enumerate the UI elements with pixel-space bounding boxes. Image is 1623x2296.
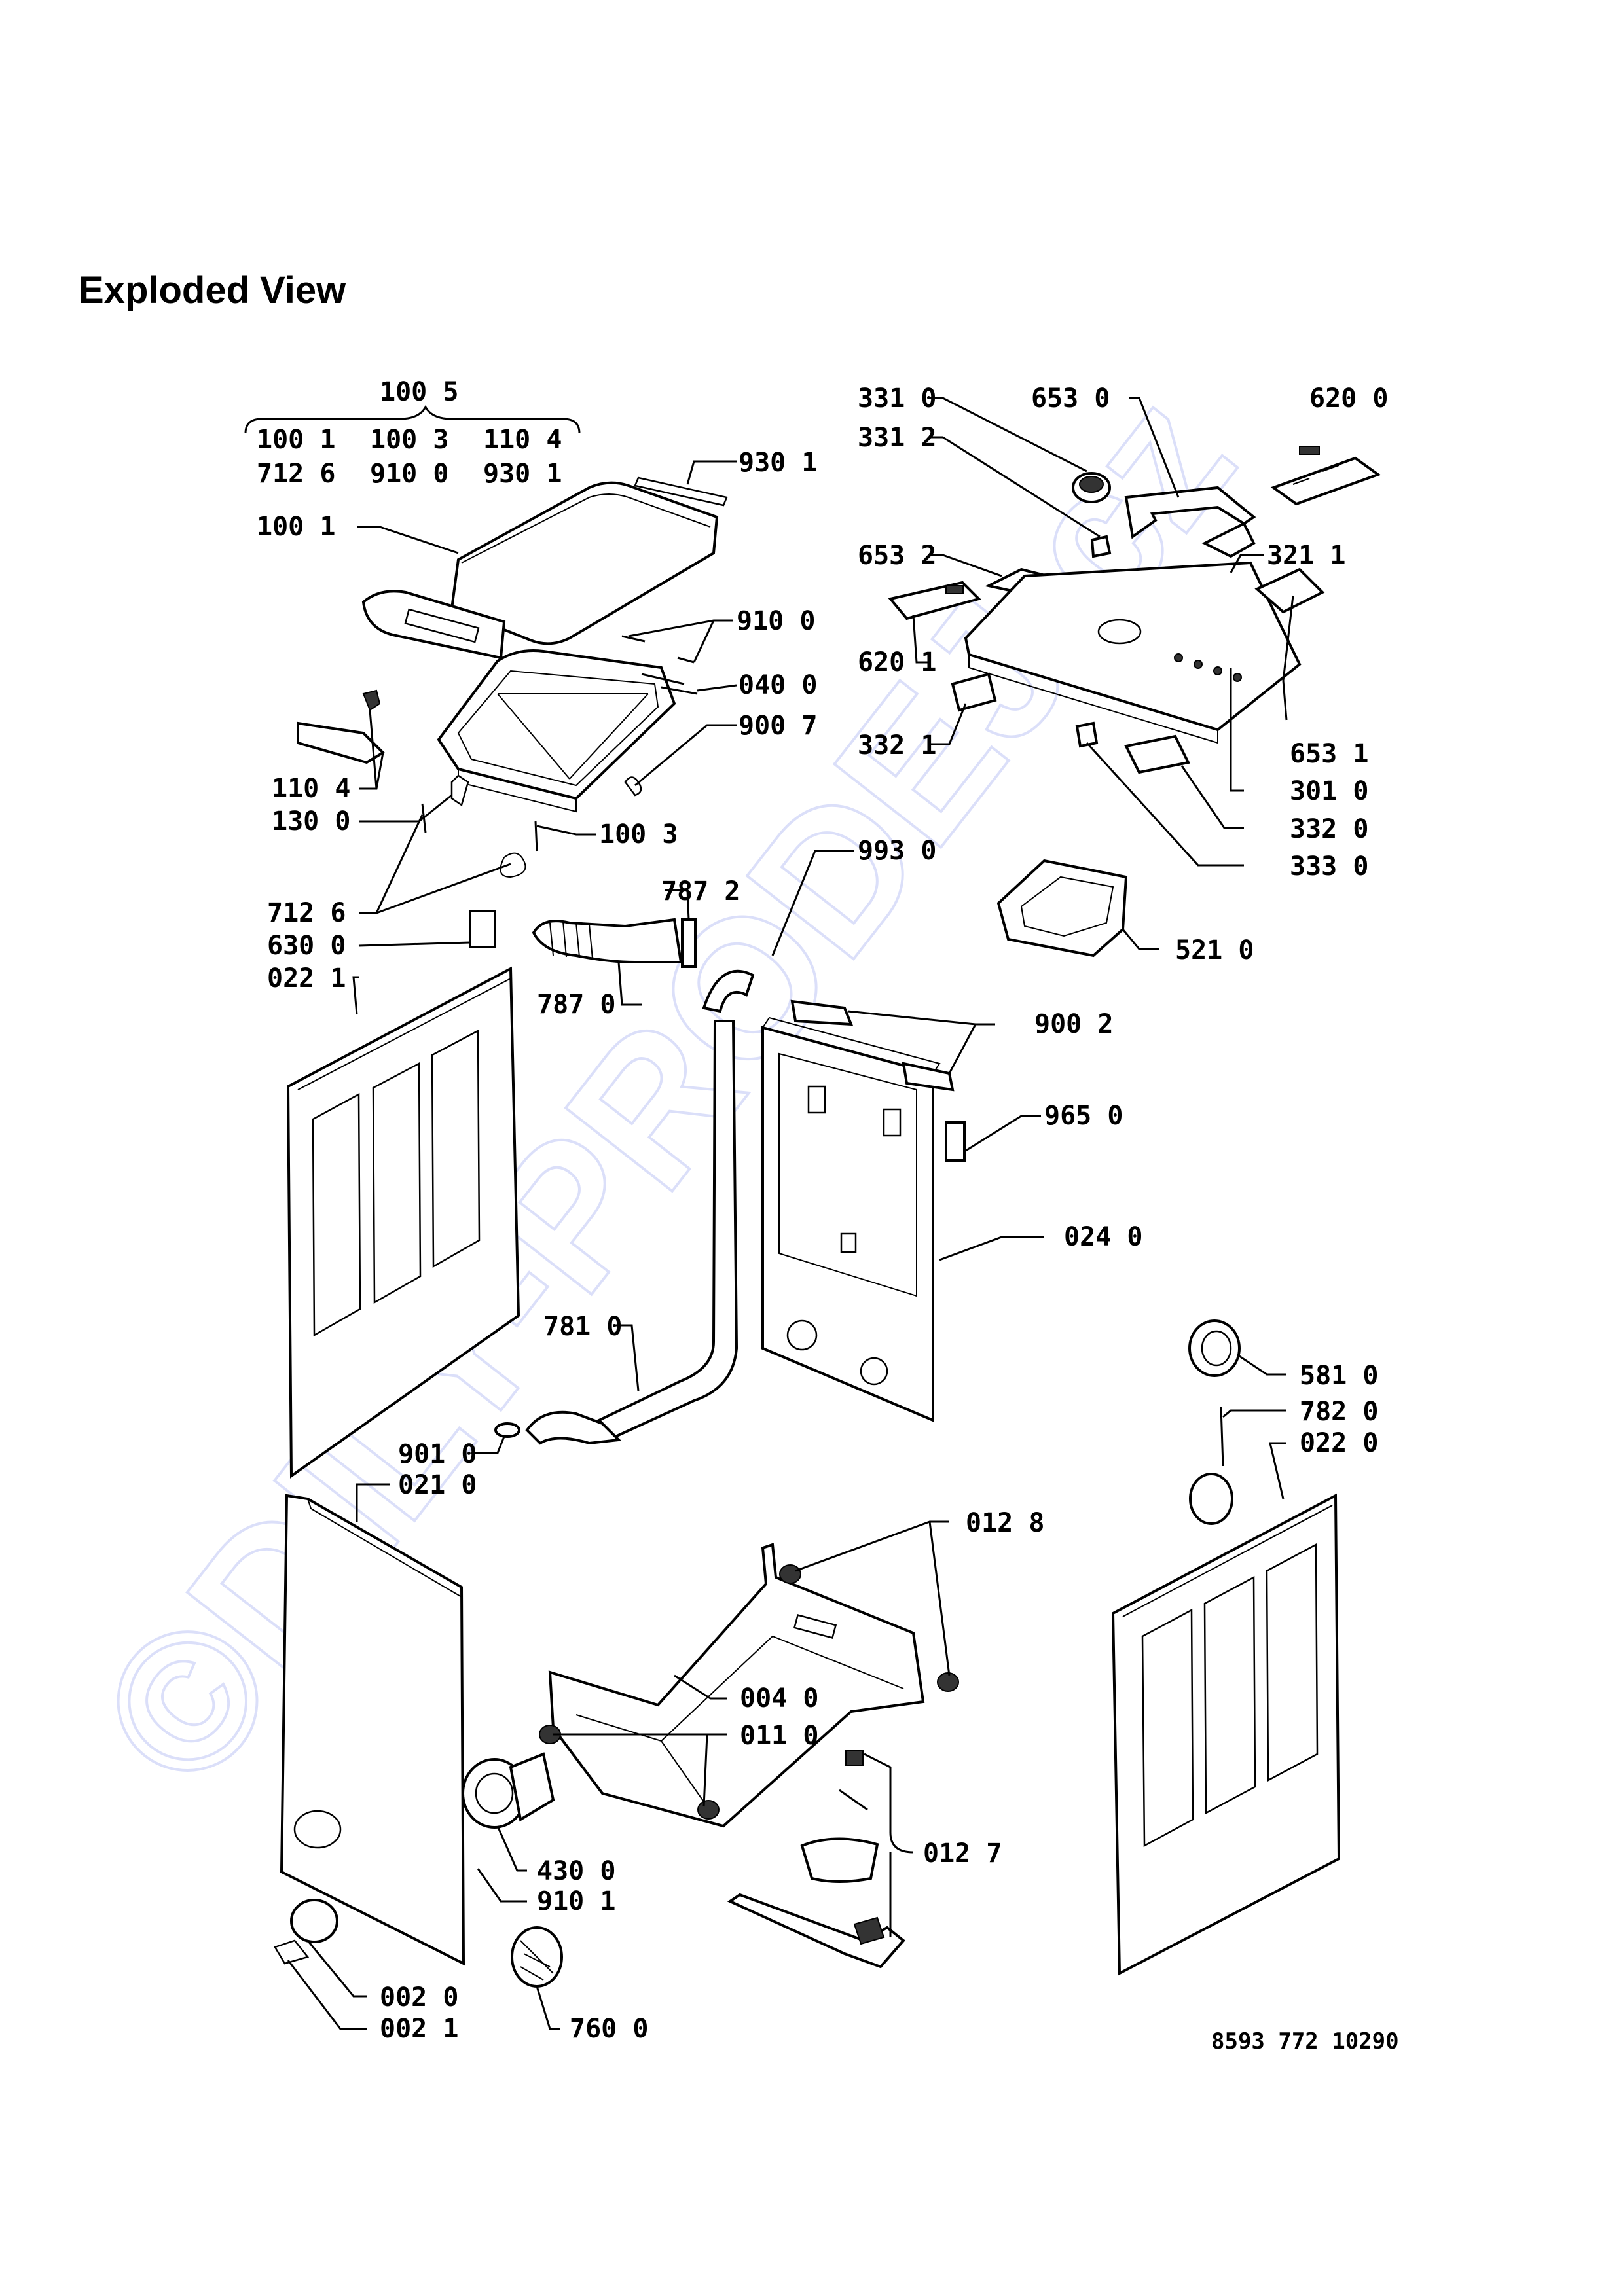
- label-901-0: 901 0: [398, 1439, 477, 1469]
- hinge-strip-part: [634, 476, 728, 507]
- label-333-0: 333 0: [1290, 852, 1368, 882]
- label-002-1: 002 1: [380, 2014, 458, 2044]
- label-653-1: 653 1: [1290, 739, 1368, 769]
- label-301-0: 301 0: [1290, 776, 1368, 806]
- foot-part: [779, 1564, 801, 1584]
- frame-part-653: [1124, 486, 1256, 558]
- label-321-1: 321 1: [1267, 541, 1345, 571]
- doc-number: 8593 772 10290: [1211, 2028, 1399, 2054]
- label-653-0: 653 0: [1031, 384, 1110, 414]
- label-930-1-group: 930 1: [483, 459, 562, 489]
- label-781-0: 781 0: [543, 1312, 622, 1342]
- part-653-1: [1254, 567, 1325, 614]
- block-part-630: [469, 910, 496, 948]
- left-side-panel-part: [286, 966, 520, 1479]
- label-110-4: 110 4: [272, 774, 350, 804]
- label-787-2: 787 2: [661, 876, 740, 906]
- label-965-0: 965 0: [1044, 1101, 1123, 1131]
- part-labels: 100 5 100 1 100 3 110 4 712 6 910 0 930 …: [257, 377, 1399, 2054]
- base-frame-part: [548, 1543, 925, 1828]
- clip-part-965: [945, 1121, 966, 1162]
- label-910-1: 910 1: [537, 1886, 615, 1916]
- right-side-panel-part: [1111, 1493, 1341, 1976]
- label-100-3: 100 3: [599, 819, 678, 850]
- label-332-1: 332 1: [858, 730, 936, 761]
- label-993-0: 993 0: [858, 836, 936, 866]
- label-760-0: 760 0: [570, 2014, 648, 2044]
- label-630-0: 630 0: [267, 931, 346, 961]
- drain-pump-part: [462, 1752, 555, 1829]
- label-430-0: 430 0: [537, 1856, 615, 1886]
- label-910-0: 910 0: [737, 606, 815, 636]
- label-331-0: 331 0: [858, 384, 936, 414]
- label-331-2: 331 2: [858, 423, 936, 453]
- label-130-0: 130 0: [272, 806, 350, 836]
- label-653-2: 653 2: [858, 541, 936, 571]
- dispenser-part: [996, 859, 1128, 958]
- label-712-6: 712 6: [267, 898, 346, 928]
- pressure-switch-part: [1188, 1319, 1241, 1525]
- label-110-4-group: 110 4: [483, 425, 562, 455]
- foot-assembly-part: [727, 1750, 905, 1969]
- label-100-1-group: 100 1: [257, 425, 335, 455]
- label-620-1: 620 1: [858, 647, 936, 677]
- rear-panel-part: [761, 1016, 941, 1423]
- label-521-0: 521 0: [1175, 935, 1254, 965]
- label-782-0: 782 0: [1300, 1397, 1378, 1427]
- pcb-part-620-0: [1270, 446, 1381, 506]
- label-022-0: 022 0: [1300, 1428, 1378, 1458]
- part-332-1: [951, 672, 997, 712]
- top-frame-part: [437, 649, 676, 813]
- lid-trim-part: [361, 590, 506, 660]
- label-910-0-group: 910 0: [370, 459, 448, 489]
- label-012-8: 012 8: [966, 1508, 1044, 1538]
- drain-hose-part: [494, 969, 755, 1445]
- knob-part: [1072, 472, 1112, 558]
- label-040-0: 040 0: [739, 670, 817, 700]
- label-581-0: 581 0: [1300, 1361, 1378, 1391]
- label-024-0: 024 0: [1064, 1222, 1142, 1252]
- label-712-6-group: 712 6: [257, 459, 335, 489]
- label-787-0: 787 0: [537, 990, 615, 1020]
- inlet-hose-part: [532, 918, 697, 968]
- inlet-valve-part: [790, 999, 955, 1092]
- label-620-0: 620 0: [1309, 384, 1388, 414]
- pump-filter-part: [511, 1926, 563, 1988]
- latch-part: [297, 721, 386, 764]
- label-002-0: 002 0: [380, 1982, 458, 2013]
- filter-door-part: [274, 1899, 338, 1965]
- label-021-0: 021 0: [398, 1470, 477, 1500]
- label-332-0: 332 0: [1290, 814, 1368, 844]
- page-title: Exploded View: [79, 269, 346, 312]
- label-100-3-group: 100 3: [370, 425, 448, 455]
- label-900-7: 900 7: [739, 711, 817, 741]
- leader-lines: [287, 397, 1294, 2030]
- label-022-1: 022 1: [267, 963, 346, 994]
- label-004-0: 004 0: [740, 1683, 818, 1713]
- label-100-1: 100 1: [257, 512, 335, 542]
- part-333-0: [1075, 721, 1099, 748]
- control-panel-part: [964, 561, 1302, 744]
- label-012-7: 012 7: [923, 1839, 1002, 1869]
- pcb-part-620-1: [888, 581, 981, 620]
- label-100-5: 100 5: [380, 377, 458, 407]
- label-930-1: 930 1: [739, 448, 817, 478]
- front-panel-part: [280, 1494, 465, 1966]
- spring-part: [624, 776, 642, 797]
- label-900-2: 900 2: [1034, 1009, 1113, 1039]
- label-011-0: 011 0: [740, 1721, 818, 1751]
- lid-part: [450, 481, 719, 645]
- part-332-0: [1124, 734, 1190, 774]
